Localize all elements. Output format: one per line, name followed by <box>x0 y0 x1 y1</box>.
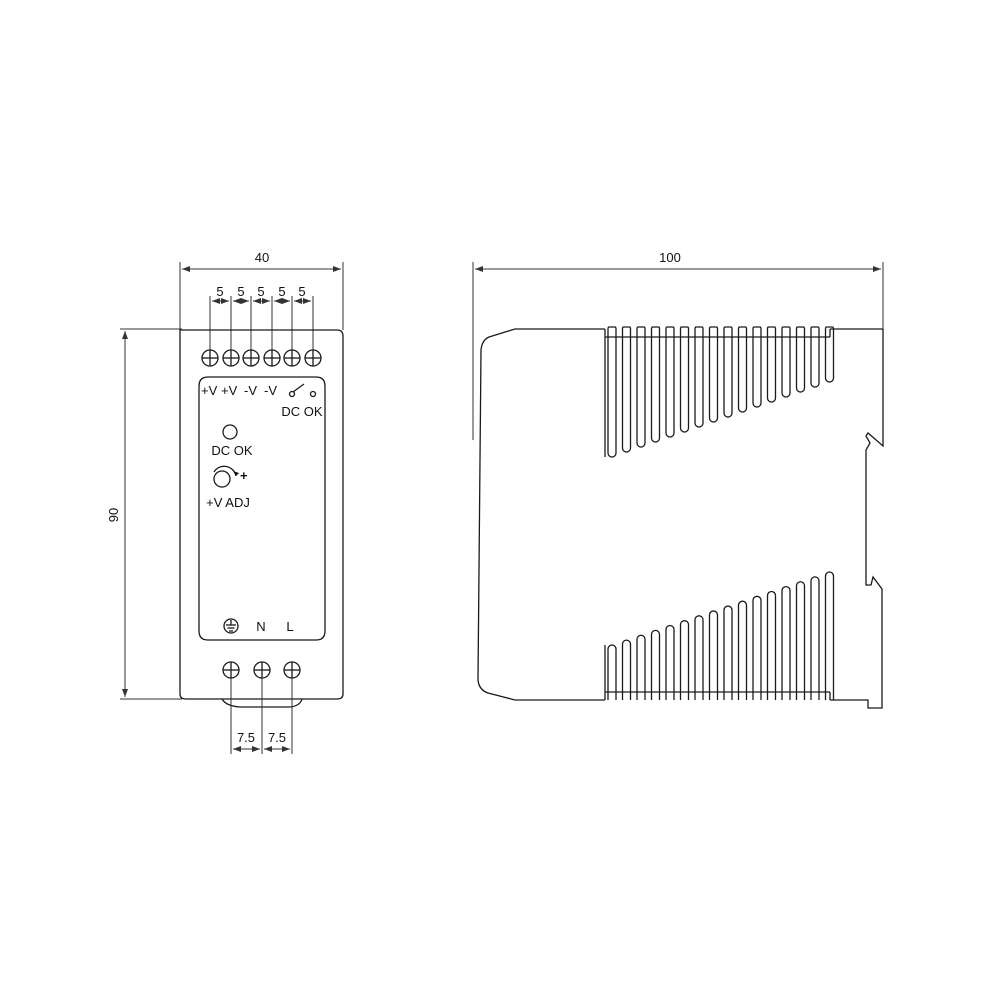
pitch-label: 5 <box>216 284 223 299</box>
bottom-terminal-pitch: 7.5 7.5 <box>230 678 293 754</box>
terminal-screw-icon <box>242 349 260 367</box>
side-housing <box>477 328 884 709</box>
output-label: +V <box>201 383 218 398</box>
pitch-label: 5 <box>237 284 244 299</box>
terminal-screw-icon <box>222 661 240 679</box>
terminal-screw-icon <box>253 661 271 679</box>
front-panel <box>198 376 326 641</box>
bottom-terminal-block <box>222 661 301 679</box>
output-label: -V <box>244 383 257 398</box>
top-terminal-block <box>201 349 322 367</box>
side-view: 100 <box>472 250 884 709</box>
front-housing <box>179 329 344 700</box>
led-label: DC OK <box>211 443 253 458</box>
pitch-label: 5 <box>278 284 285 299</box>
height-label: 90 <box>106 508 121 522</box>
input-label-n: N <box>256 619 265 634</box>
depth-dimension: 100 <box>472 250 884 440</box>
bottom-latch <box>221 698 303 708</box>
front-view: 40 5 5 5 5 5 90 <box>106 250 344 754</box>
terminal-screw-icon <box>201 349 219 367</box>
depth-label: 100 <box>659 250 681 265</box>
width-label: 40 <box>255 250 269 265</box>
pitch-label: 7.5 <box>237 730 255 745</box>
dc-ok-led-icon <box>222 424 238 440</box>
output-label: +V <box>221 383 238 398</box>
relay-switch-icon <box>288 383 317 398</box>
terminal-screw-icon <box>222 349 240 367</box>
top-terminal-pitch: 5 5 5 5 5 <box>209 284 314 352</box>
adj-plus-label: + <box>240 468 248 483</box>
adj-label: +V ADJ <box>206 495 250 510</box>
terminal-screw-icon <box>263 349 281 367</box>
pitch-label: 5 <box>257 284 264 299</box>
earth-ground-icon <box>223 618 239 634</box>
relay-label: DC OK <box>281 404 323 419</box>
terminal-screw-icon <box>283 661 301 679</box>
top-cooling-fins <box>604 326 835 458</box>
bottom-cooling-fins <box>604 571 835 700</box>
input-label-l: L <box>286 619 293 634</box>
terminal-screw-icon <box>304 349 322 367</box>
output-label: -V <box>264 383 277 398</box>
pitch-label: 7.5 <box>268 730 286 745</box>
terminal-screw-icon <box>283 349 301 367</box>
height-dimension: 90 <box>106 328 182 700</box>
pitch-label: 5 <box>298 284 305 299</box>
voltage-adjust-pot-icon <box>213 465 239 488</box>
width-dimension: 40 <box>179 250 344 330</box>
